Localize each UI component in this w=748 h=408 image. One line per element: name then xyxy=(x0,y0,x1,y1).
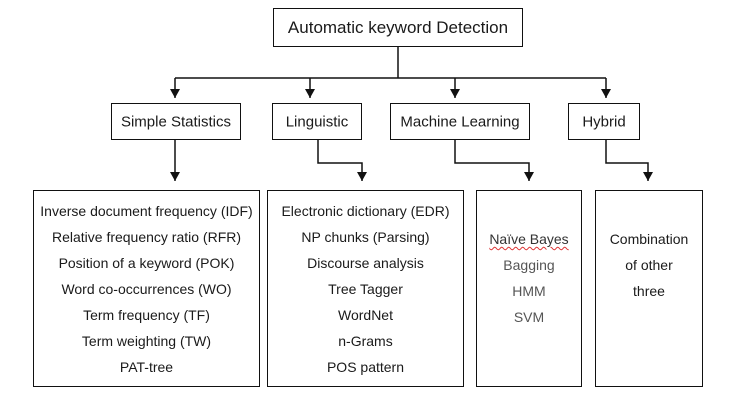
list-item: WordNet xyxy=(338,307,393,323)
list-item: Position of a keyword (POK) xyxy=(58,255,235,271)
list-hybrid: Combination of other three xyxy=(595,190,703,387)
list-item: n-Grams xyxy=(338,333,393,349)
list-item: Discourse analysis xyxy=(307,255,424,271)
list-item: Naïve Bayes xyxy=(489,231,569,247)
list-item: Bagging xyxy=(503,257,555,273)
arrow-linguistic-to-list xyxy=(317,140,367,181)
list-item: Relative frequency ratio (RFR) xyxy=(51,229,242,245)
list-item: Tree Tagger xyxy=(328,281,403,297)
category-label: Hybrid xyxy=(582,113,626,130)
list-item: Term frequency (TF) xyxy=(83,307,210,323)
list-item: three xyxy=(633,283,665,299)
category-label: Simple Statistics xyxy=(120,113,232,130)
category-label: Linguistic xyxy=(285,113,349,130)
category-linguistic: Linguistic xyxy=(272,103,362,140)
list-item: Combination xyxy=(609,231,689,247)
list-item: Term weighting (TW) xyxy=(81,333,212,349)
list-item: Electronic dictionary (EDR) xyxy=(281,203,450,219)
category-label: Machine Learning xyxy=(400,113,520,130)
list-item: of other xyxy=(625,257,673,273)
list-item: Word co-occurrences (WO) xyxy=(61,281,232,297)
root-label: Automatic keyword Detection xyxy=(287,17,509,37)
list-item: HMM xyxy=(512,283,546,299)
list-simple-statistics: Inverse document frequency (IDF) Relativ… xyxy=(33,190,260,387)
category-machine-learning: Machine Learning xyxy=(390,103,530,140)
list-item: PAT-tree xyxy=(119,359,174,375)
list-linguistic: Electronic dictionary (EDR) NP chunks (P… xyxy=(267,190,464,387)
list-item: POS pattern xyxy=(326,359,405,375)
list-machine-learning: Naïve Bayes Bagging HMM SVM xyxy=(476,190,582,387)
list-item: SVM xyxy=(513,309,545,325)
root-box: Automatic keyword Detection xyxy=(273,8,523,47)
list-item: Inverse document frequency (IDF) xyxy=(40,203,253,219)
list-item: NP chunks (Parsing) xyxy=(301,229,430,245)
category-hybrid: Hybrid xyxy=(568,103,640,140)
arrow-ml-to-list xyxy=(454,140,534,181)
arrow-hybrid-to-list xyxy=(605,140,653,181)
category-simple-statistics: Simple Statistics xyxy=(111,103,241,140)
